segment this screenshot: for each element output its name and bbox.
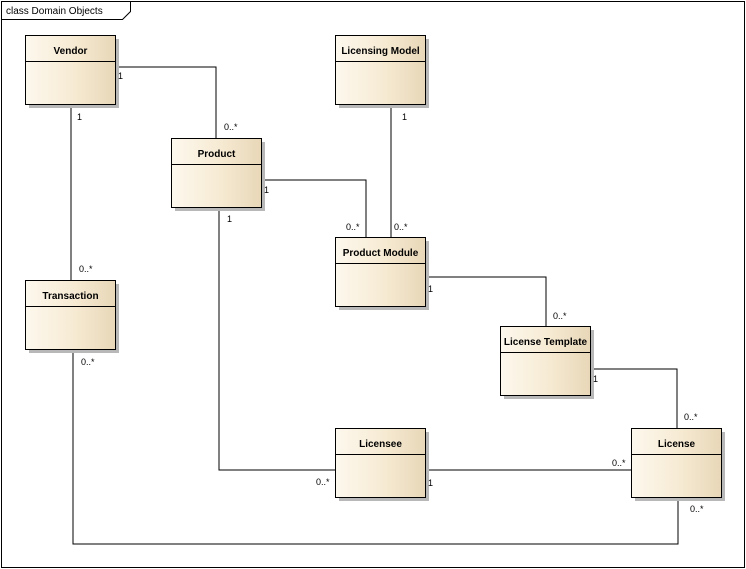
class-name: License <box>658 439 696 450</box>
class-name: Vendor <box>54 46 88 57</box>
assoc-product-licensee[interactable] <box>218 208 336 471</box>
multiplicities: 1 0..* 1 0..* 1 0..* 1 0..* 1 0..* 1 0..… <box>77 71 704 514</box>
mult-vendor-product-target: 0..* <box>224 122 238 132</box>
mult-productmodule-licensetemplate-source: 1 <box>428 284 433 294</box>
associations <box>70 66 679 545</box>
assoc-licensetemplate-license[interactable] <box>590 368 678 428</box>
mult-licensee-license-source: 1 <box>428 478 433 488</box>
mult-licensetemplate-license-source: 1 <box>593 374 598 384</box>
class-box <box>25 280 116 350</box>
mult-licensetemplate-license-target: 0..* <box>684 412 698 422</box>
class-box <box>631 428 722 498</box>
class-licensee[interactable]: Licensee <box>335 428 430 502</box>
mult-transaction-license-target: 0..* <box>690 504 704 514</box>
mult-product-productmodule-target: 0..* <box>346 222 360 232</box>
class-name: Transaction <box>42 291 98 302</box>
class-box <box>171 138 262 208</box>
frame-title-tab <box>1 1 131 20</box>
mult-product-licensee-source: 1 <box>227 214 232 224</box>
mult-product-productmodule-source: 1 <box>264 185 269 195</box>
mult-vendor-transaction-target: 0..* <box>79 264 93 274</box>
assoc-product-productmodule[interactable] <box>261 179 367 238</box>
class-box <box>335 428 426 498</box>
assoc-productmodule-licensetemplate[interactable] <box>425 276 547 327</box>
class-transaction[interactable]: Transaction <box>25 280 120 354</box>
class-name: License Template <box>504 337 588 348</box>
mult-vendor-transaction-source: 1 <box>77 112 82 122</box>
mult-licensingmodel-productmodule-target: 0..* <box>394 222 408 232</box>
class-product-module[interactable]: Product Module <box>335 237 430 311</box>
class-box <box>335 35 426 105</box>
mult-productmodule-licensetemplate-target: 0..* <box>553 311 567 321</box>
class-box <box>500 326 591 396</box>
class-license-template[interactable]: License Template <box>500 326 595 400</box>
class-name: Product <box>198 149 236 160</box>
mult-licensee-license-target: 0..* <box>612 458 626 468</box>
assoc-transaction-license[interactable] <box>72 350 679 545</box>
class-product[interactable]: Product <box>171 138 266 212</box>
frame-title: class Domain Objects <box>6 6 103 17</box>
mult-product-licensee-target: 0..* <box>316 477 330 487</box>
class-name: Licensee <box>359 439 402 450</box>
class-licensing-model[interactable]: Licensing Model <box>335 35 430 109</box>
mult-vendor-product-source: 1 <box>118 71 123 81</box>
class-box <box>25 35 116 105</box>
assoc-vendor-product[interactable] <box>115 66 217 139</box>
mult-transaction-license-source: 0..* <box>81 357 95 367</box>
class-vendor[interactable]: Vendor <box>25 35 120 109</box>
mult-licensingmodel-productmodule-source: 1 <box>402 112 407 122</box>
class-name: Product Module <box>343 248 419 259</box>
class-license[interactable]: License <box>631 428 726 502</box>
class-name: Licensing Model <box>341 46 420 57</box>
class-box <box>335 237 426 307</box>
